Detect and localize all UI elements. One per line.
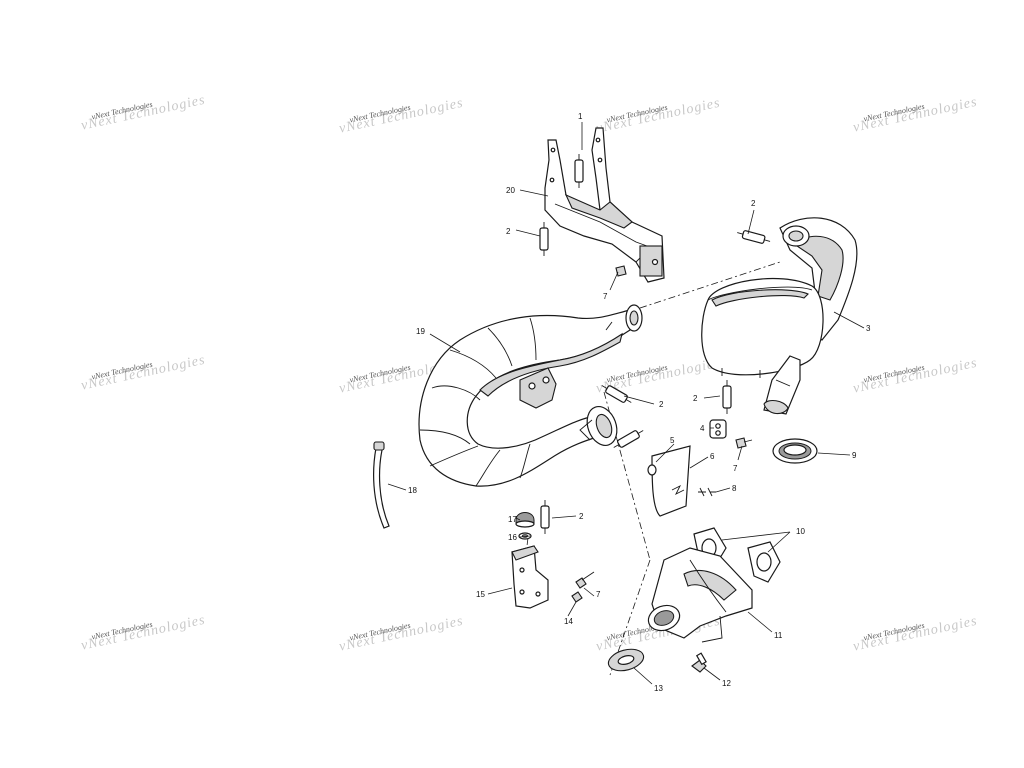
callout-16: 16 [508, 533, 517, 542]
leader-lines [387, 122, 865, 685]
watermark: vNext Technologies vNext Technologies [852, 356, 979, 397]
callout-2: 2 [751, 199, 756, 208]
callout-7: 7 [596, 590, 601, 599]
watermark: vNext Technologies vNext Technologies [80, 353, 207, 394]
watermark: vNext Technologies vNext Technologies [338, 96, 465, 137]
heat-shield-part [647, 445, 716, 517]
watermark: vNext Technologies vNext Technologies [80, 613, 207, 654]
callout-labels: 1 2 2 2 2 2 3 4 5 6 7 7 7 8 9 10 11 12 1… [408, 112, 871, 693]
grommet-part [772, 438, 818, 464]
callout-7: 7 [733, 464, 738, 473]
callout-15: 15 [476, 590, 485, 599]
spring-part [737, 230, 771, 244]
watermark: vNext Technologies vNext Technologies [338, 614, 465, 655]
bolts [571, 265, 753, 603]
watermark: vNext Technologies vNext Technologies [852, 95, 979, 136]
spring-part [539, 222, 549, 256]
callout-4: 4 [700, 424, 705, 433]
seal-ring-part [607, 648, 645, 672]
spring-part [601, 385, 632, 403]
callout-14: 14 [564, 617, 573, 626]
callout-2: 2 [659, 400, 664, 409]
callout-2: 2 [579, 512, 584, 521]
callout-10: 10 [796, 527, 805, 536]
mounting-bracket-part [544, 127, 665, 283]
callout-9: 9 [852, 451, 857, 460]
spring-part [722, 380, 732, 414]
callout-2: 2 [693, 394, 698, 403]
spring-part [613, 430, 644, 448]
muffler-part [701, 217, 858, 415]
callout-3: 3 [866, 324, 871, 333]
spring-part [540, 500, 550, 534]
watermark: vNext Technologies vNext Technologies [80, 93, 207, 134]
callout-8: 8 [732, 484, 737, 493]
callout-18: 18 [408, 486, 417, 495]
rubber-mount-part [515, 512, 535, 540]
strap-part [373, 441, 390, 529]
callout-17: 17 [508, 515, 517, 524]
callout-20: 20 [506, 186, 515, 195]
callout-1: 1 [578, 112, 583, 121]
watermark: vNext Technologies vNext Technologies [852, 614, 979, 655]
callout-7: 7 [603, 292, 608, 301]
callout-6: 6 [710, 452, 715, 461]
callout-11: 11 [774, 631, 783, 640]
callout-19: 19 [416, 327, 425, 336]
callout-13: 13 [654, 684, 663, 693]
expansion-chamber-part [418, 304, 643, 487]
callout-5: 5 [670, 436, 675, 445]
lower-bracket-part [511, 545, 549, 609]
mount-plate-part [709, 419, 727, 439]
springs [539, 222, 771, 534]
watermark: vNext Technologies vNext Technologies [595, 96, 722, 137]
exhaust-manifold-part [647, 527, 781, 643]
bolt-part [691, 652, 707, 673]
callout-12: 12 [722, 679, 731, 688]
callout-2: 2 [506, 227, 511, 236]
